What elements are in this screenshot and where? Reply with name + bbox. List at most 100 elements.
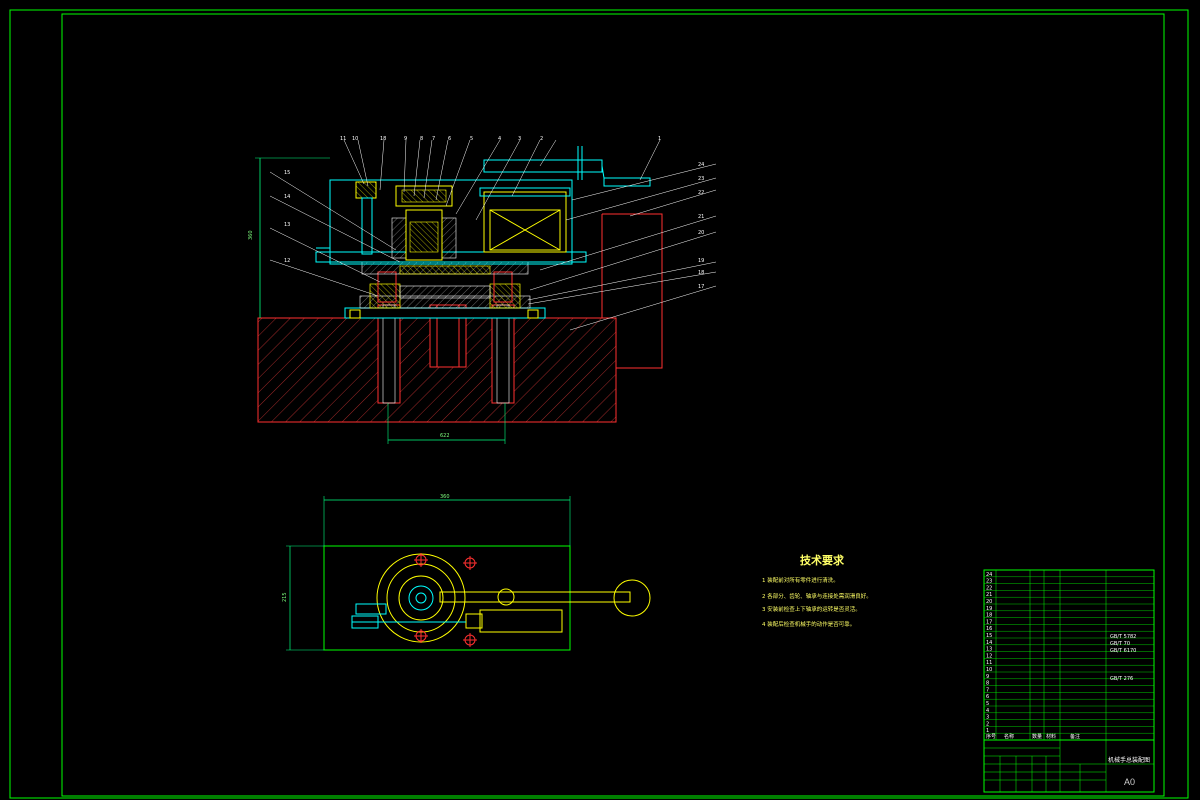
parts-row-number: 11 [986,660,992,666]
balloon-5: 5 [470,136,473,142]
top-arm [439,591,631,603]
cylinder-rod [479,187,571,197]
front-balloon-numbers: 11 10 18 9 8 7 6 5 4 3 2 1 24 23 22 21 2… [284,136,704,290]
gripper-link [601,165,605,179]
top-gripper [613,579,651,617]
balloon-15: 15 [284,170,290,176]
gear-top-inner [401,189,447,203]
title-block-frame [983,739,1155,793]
parts-row-number: 4 [986,708,989,714]
parts-row-number: 23 [986,579,992,585]
bearing-seat [399,285,491,299]
std-1: GB/T 5782 [1110,634,1136,640]
balloon-9: 9 [404,136,407,142]
balloon-7: 7 [432,136,435,142]
tech-req-1: 1 装配前对所有零件进行清洗。 [762,576,839,584]
parts-row-number: 22 [986,585,992,591]
cylinder-x2 [489,209,561,251]
parts-row-number: 8 [986,681,989,687]
parts-row-number: 12 [986,653,992,659]
balloon-21: 21 [698,214,704,220]
anchor-column-right [491,304,515,404]
base-plate [344,307,546,319]
top-dim-height-text: 215 [282,592,288,602]
balloon-1: 1 [658,136,661,142]
technical-requirements: 技术要求 1 装配前对所有零件进行清洗。 2 各部分、齿轮、轴承与连接处需润滑良… [762,553,872,628]
balloon-22: 22 [698,190,704,196]
parts-list: 242322212019181716151413121110987654321序… [983,569,1155,741]
parts-row-number: 15 [986,633,992,639]
arm-bar [483,159,603,173]
left-pinion [355,181,377,199]
parts-row-number: 7 [986,687,989,693]
tech-req-4: 4 装配后检查机械手的动作是否可靠。 [762,620,855,628]
std-2: GB/T 70 [1110,641,1130,647]
parts-row-number: 5 [986,701,989,707]
inner-border [61,13,1165,797]
balloon-11: 11 [340,136,346,142]
top-small-block [355,603,387,615]
parts-row-number: 17 [986,619,992,625]
sheet-size: A0 [1124,777,1135,787]
std-4: GB/T 276 [1110,676,1133,682]
parts-header-cell: 数量 [1032,733,1042,740]
parts-row-number: 6 [986,694,989,700]
front-section-view: 360 6 22 [248,139,717,444]
balloon-18r: 18 [698,270,704,276]
balloon-6: 6 [448,136,451,142]
balloon-14: 14 [284,194,290,200]
bolt-right [527,309,539,319]
parts-row-number: 14 [986,640,992,646]
anchor-column-left [377,304,401,404]
top-rod-end [351,615,379,629]
parts-header-cell: 材料 [1046,733,1056,740]
parts-row-number: 9 [986,674,989,680]
parts-row-number: 3 [986,715,989,721]
rotary-outer [376,553,466,643]
rotary-hub [408,585,434,611]
parts-row-number: 13 [986,647,992,653]
top-leaders [343,139,661,221]
parts-row-number: 21 [986,592,992,598]
rotary-core [415,592,427,604]
right-leaders [527,163,717,331]
lower-yellow-right [489,283,521,309]
tech-req-title: 技术要求 [800,553,845,567]
balloon-8: 8 [420,136,423,142]
lower-yellow-left [369,283,401,309]
parts-row-number: 20 [986,599,992,605]
top-base-plate [323,545,571,651]
balloon-17: 17 [698,284,704,290]
balloon-13: 13 [284,222,290,228]
shaft-core-hatch [409,221,439,253]
parts-row-number: 2 [986,721,989,727]
parts-list-rows: 242322212019181716151413121110987654321序… [984,572,1154,740]
rotary-inner [398,575,444,621]
tech-req-2: 2 各部分、齿轮、轴承与连接处需润滑良好。 [762,592,872,600]
cylinder-box [483,191,567,253]
parts-list-frame [983,569,1155,741]
bolt-holes [414,553,477,647]
upper-housing [329,179,573,265]
top-dim-width-text: 360 [440,494,450,500]
dim-height-text: 360 [248,230,254,240]
parts-header-cell: 备注 [1070,733,1080,740]
top-arm-joint [497,588,515,606]
rotary-flange-yellow [399,265,491,275]
parts-row-number: 24 [986,572,992,578]
balloon-20: 20 [698,230,704,236]
tech-req-3: 3 安装前检查上下轴承的运转是否灵活。 [762,605,861,613]
balloon-12: 12 [284,258,290,264]
title-block: 机械手总装配图 A0 [983,739,1155,793]
bolt-left [349,309,361,319]
parts-header-cell: 名称 [1004,733,1014,740]
top-view: 360 215 [282,494,651,651]
balloon-19: 19 [698,258,704,264]
cylinder-box-inner [489,209,561,251]
parts-row-number: 16 [986,626,992,632]
left-leaders [269,171,401,297]
balloon-3: 3 [518,136,521,142]
balloon-10: 10 [352,136,358,142]
hidden-envelope [602,213,663,369]
balloon-23: 23 [698,176,704,182]
